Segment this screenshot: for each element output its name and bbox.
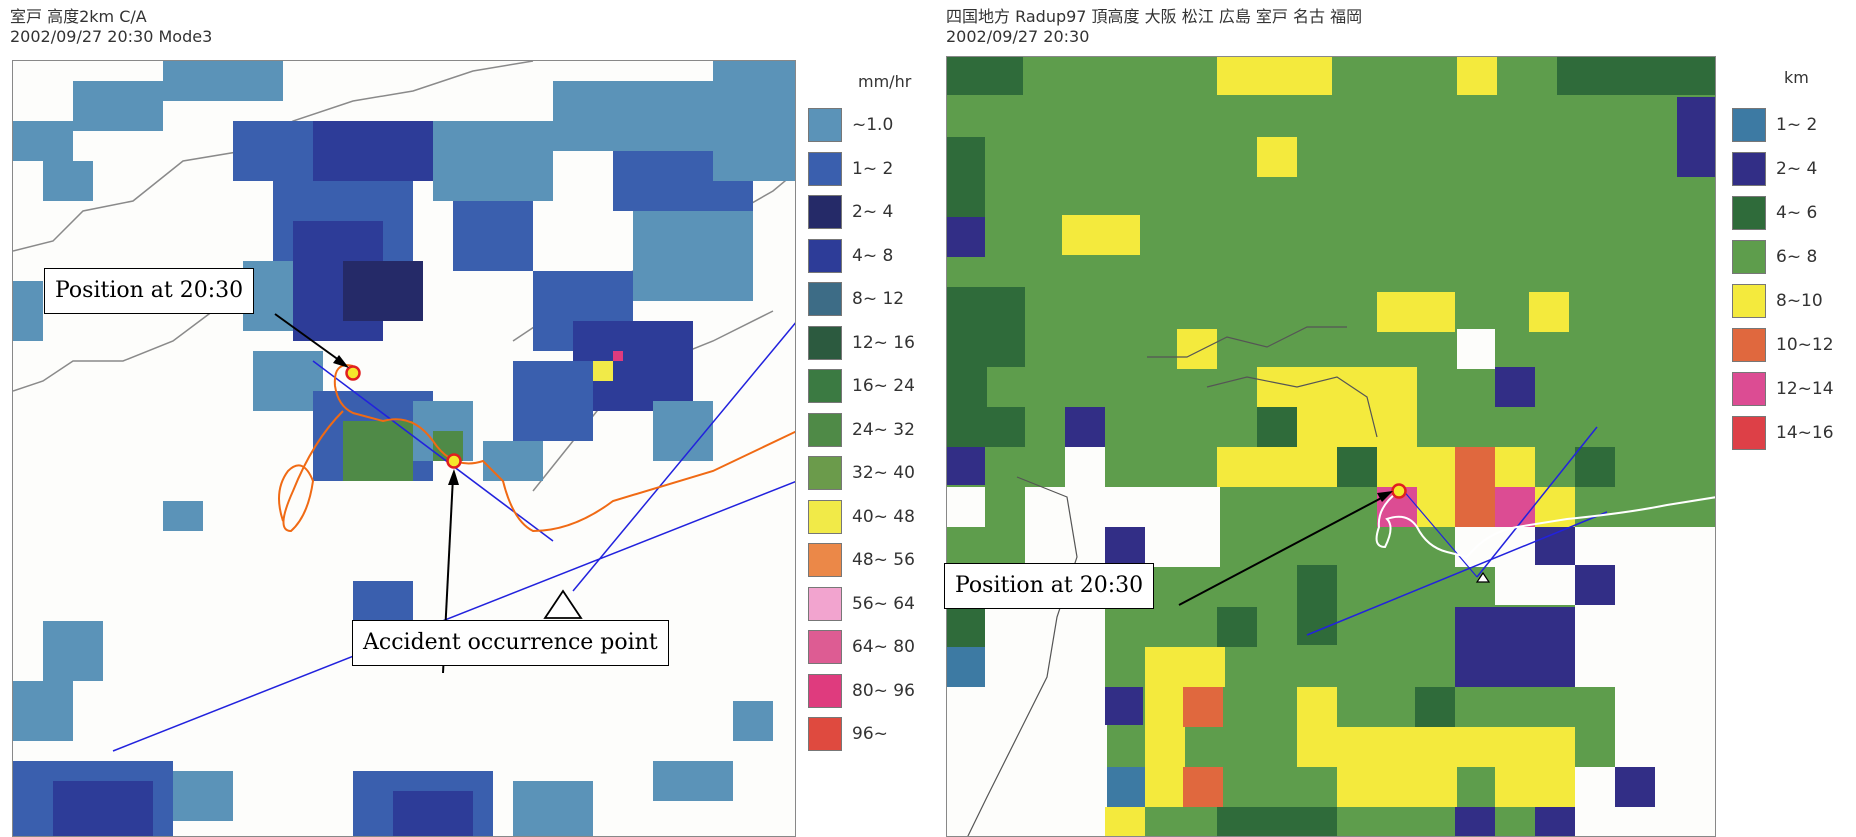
route-line <box>572 322 795 592</box>
legend-swatch <box>808 673 842 708</box>
right-echo-top-map <box>946 56 1716 837</box>
legend-swatch <box>808 282 842 316</box>
legend-label: 2~ 4 <box>852 202 894 222</box>
legend-label: 10~12 <box>1776 335 1834 355</box>
flight-track-loop <box>278 410 344 533</box>
legend-swatch <box>1732 240 1766 274</box>
position-marker-icon <box>1391 483 1407 499</box>
accident-triangle-icon <box>543 589 583 619</box>
legend-swatch <box>808 108 842 142</box>
legend-label: 96~ <box>852 724 888 744</box>
callout-accident-point: Accident occurrence point <box>352 620 669 666</box>
right-echo-top-panel: 四国地方 Radup97 頂高度 大阪 松江 広島 室戸 名古 福岡 2002/… <box>932 0 1856 837</box>
legend-swatch <box>808 543 842 577</box>
legend-label: 6~ 8 <box>1776 247 1818 267</box>
route-line <box>1306 511 1608 636</box>
legend-label: 80~ 96 <box>852 680 915 701</box>
legend-swatch <box>1732 196 1766 230</box>
legend-swatch <box>808 456 842 490</box>
legend-label: 2~ 4 <box>1776 159 1818 179</box>
left-radar-panel: 室戸 高度2km C/A 2002/09/27 20:30 Mode3 <box>10 7 928 837</box>
legend-label: 56~ 64 <box>852 593 915 614</box>
legend-label: 32~ 40 <box>852 463 915 483</box>
rainfall-legend: mm/hr ~1.0 1~ 2 2~ 4 4~ 8 8~ 12 12~ 16 16~ 24 2… <box>808 70 928 770</box>
legend-label: 4~ 8 <box>852 245 894 266</box>
echo-top-legend: km 1~ 2 2~ 4 4~ 6 6~ 8 8~10 10~12 12~14 14~16 <box>1732 66 1852 486</box>
left-header-datetime: 2002/09/27 20:30 Mode3 <box>10 27 213 46</box>
route-line <box>112 480 795 752</box>
legend-label: 8~ 12 <box>852 289 905 309</box>
legend-label: ~1.0 <box>852 115 894 135</box>
legend-swatch <box>808 369 842 403</box>
arrow-line <box>274 313 344 364</box>
left-header-station: 室戸 高度2km C/A <box>10 7 147 26</box>
legend-swatch <box>1732 328 1766 362</box>
legend-label: 12~14 <box>1776 379 1834 399</box>
coastline <box>1206 376 1378 438</box>
legend-swatch <box>808 586 842 621</box>
coastline <box>1147 326 1347 358</box>
flight-track <box>333 364 795 533</box>
route-line <box>1401 488 1478 578</box>
rain-cells <box>13 61 795 836</box>
legend-swatch <box>808 195 842 229</box>
legend-swatch <box>808 499 842 534</box>
legend-swatch <box>1732 152 1766 186</box>
coastline <box>13 300 254 392</box>
legend-label: 16~ 24 <box>852 376 915 396</box>
legend-label: 8~10 <box>1776 291 1823 311</box>
legend-swatch <box>808 325 842 360</box>
legend-label: 12~ 16 <box>852 332 915 353</box>
arrowhead-icon <box>1377 491 1393 502</box>
right-header-datetime: 2002/09/27 20:30 <box>946 27 1090 46</box>
legend-swatch <box>808 717 842 751</box>
legend-label: 1~ 2 <box>1776 115 1818 135</box>
legend-swatch <box>808 412 842 447</box>
flight-track <box>1375 490 1715 559</box>
legend-swatch <box>808 630 842 664</box>
left-map-svg <box>13 61 795 836</box>
legend-swatch <box>1732 108 1766 142</box>
arrowhead-icon <box>448 469 459 485</box>
legend-swatch <box>808 238 842 273</box>
accident-triangle-icon <box>1475 571 1491 583</box>
arrow-line <box>1178 494 1388 606</box>
callout-position-2030: Position at 20:30 <box>944 563 1155 609</box>
right-header-station: 四国地方 Radup97 頂高度 大阪 松江 広島 室戸 名古 福岡 <box>946 7 1363 26</box>
legend-unit: mm/hr <box>858 72 912 91</box>
legend-label: 1~ 2 <box>852 158 894 179</box>
legend-label: 64~ 80 <box>852 637 915 657</box>
position-marker-icon <box>345 365 361 381</box>
legend-label: 24~ 32 <box>852 419 915 440</box>
legend-swatch <box>1732 372 1766 406</box>
route-line <box>1476 426 1598 578</box>
legend-label: 48~ 56 <box>852 550 915 570</box>
legend-swatch <box>1732 284 1766 318</box>
legend-unit: km <box>1784 68 1809 87</box>
right-map-svg <box>947 57 1715 836</box>
legend-swatch <box>1732 416 1766 450</box>
legend-label: 4~ 6 <box>1776 203 1818 223</box>
callout-position-2030: Position at 20:30 <box>44 268 255 314</box>
left-rainfall-map <box>12 60 796 837</box>
legend-label: 40~ 48 <box>852 506 915 527</box>
arrowhead-icon <box>333 355 349 368</box>
legend-swatch <box>808 151 842 186</box>
coastline <box>967 476 1078 836</box>
legend-label: 14~16 <box>1776 423 1834 443</box>
echo-cells <box>947 57 1715 836</box>
accident-point-marker-icon <box>446 453 462 469</box>
